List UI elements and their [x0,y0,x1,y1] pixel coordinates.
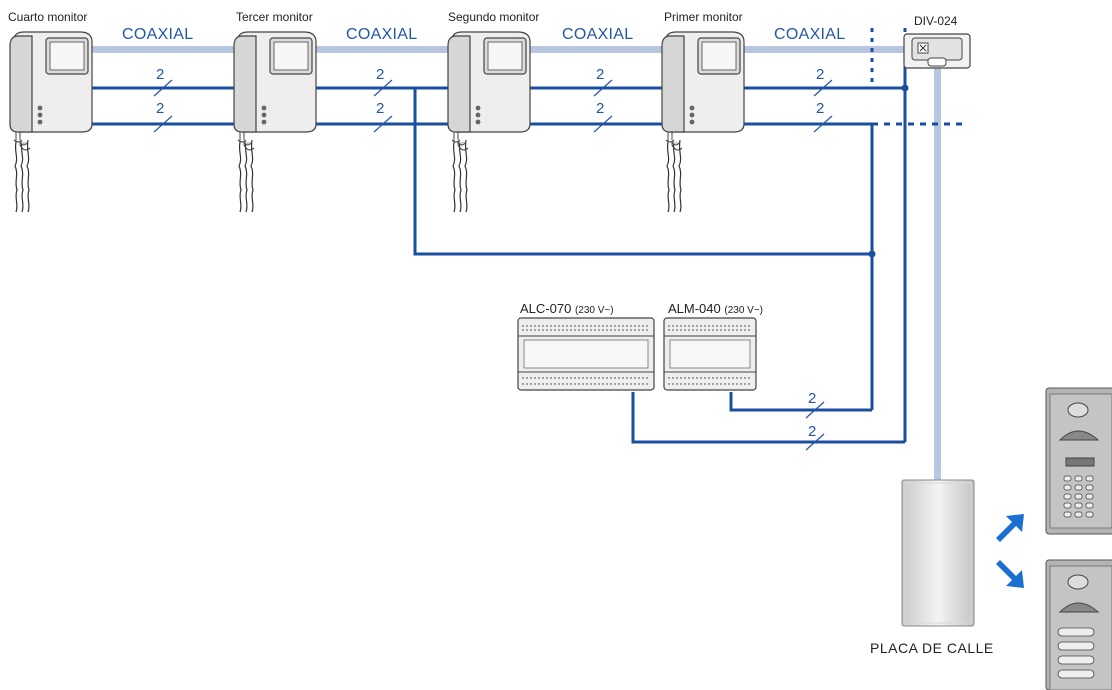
wire-count-label: 2 [808,423,817,440]
power-supply-alc-070 [517,317,655,391]
wire-count-label: 2 [808,390,817,407]
distributor-div-024 [903,33,971,69]
arrow-up-right-icon [996,514,1024,542]
power-supply-alm-040-label: ALM-040 (230 V~) [668,301,763,316]
monitor-3-label: Tercer monitor [236,10,313,24]
wire-count-label: 2 [376,100,385,117]
power-supply-voltage: (230 V~) [574,305,614,316]
coaxial-label: COAXIAL [122,26,194,43]
monitor-4-label: Cuarto monitor [8,10,88,24]
power-supply-alc-070-label: ALC-070 (230 V~) [520,301,614,316]
power-supply-model: ALM-040 [668,301,721,316]
option-arrows [996,514,1024,588]
junction-dots [868,84,909,258]
power-supply-alm-040 [663,317,757,391]
coaxial-cable-vertical [934,68,941,482]
wire-count-label: 2 [596,66,605,83]
wire-count-ticks [153,79,833,451]
bus-wire-alc-link [631,392,905,444]
monitor-3 [233,31,317,213]
monitor-1 [661,31,745,213]
wire-count-label: 2 [816,66,825,83]
arrow-down-right-icon [996,560,1024,588]
coaxial-label: COAXIAL [774,26,846,43]
coaxial-label: COAXIAL [562,26,634,43]
street-panel-box [901,479,975,627]
bus-wire-alm-link [729,392,872,412]
wire-count-label: 2 [156,66,165,83]
monitor-1-label: Primer monitor [664,10,743,24]
wire-count-label: 2 [596,100,605,117]
dotted-continuation [870,28,907,88]
wire-count-label: 2 [816,100,825,117]
monitor-2 [447,31,531,213]
coaxial-label: COAXIAL [346,26,418,43]
wire-count-label: 2 [156,100,165,117]
monitor-4 [9,31,93,213]
wire-count-label: 2 [376,66,385,83]
bus-wire-alc-feed [413,88,872,256]
monitor-2-label: Segundo monitor [448,10,540,24]
street-panel-label: PLACA DE CALLE [870,640,994,656]
keypad-street-panel [1045,387,1112,535]
power-supply-voltage: (230 V~) [724,305,764,316]
power-supply-model: ALC-070 [520,301,572,316]
pushbutton-street-panel [1045,559,1112,690]
distributor-label: DIV-024 [914,14,958,28]
